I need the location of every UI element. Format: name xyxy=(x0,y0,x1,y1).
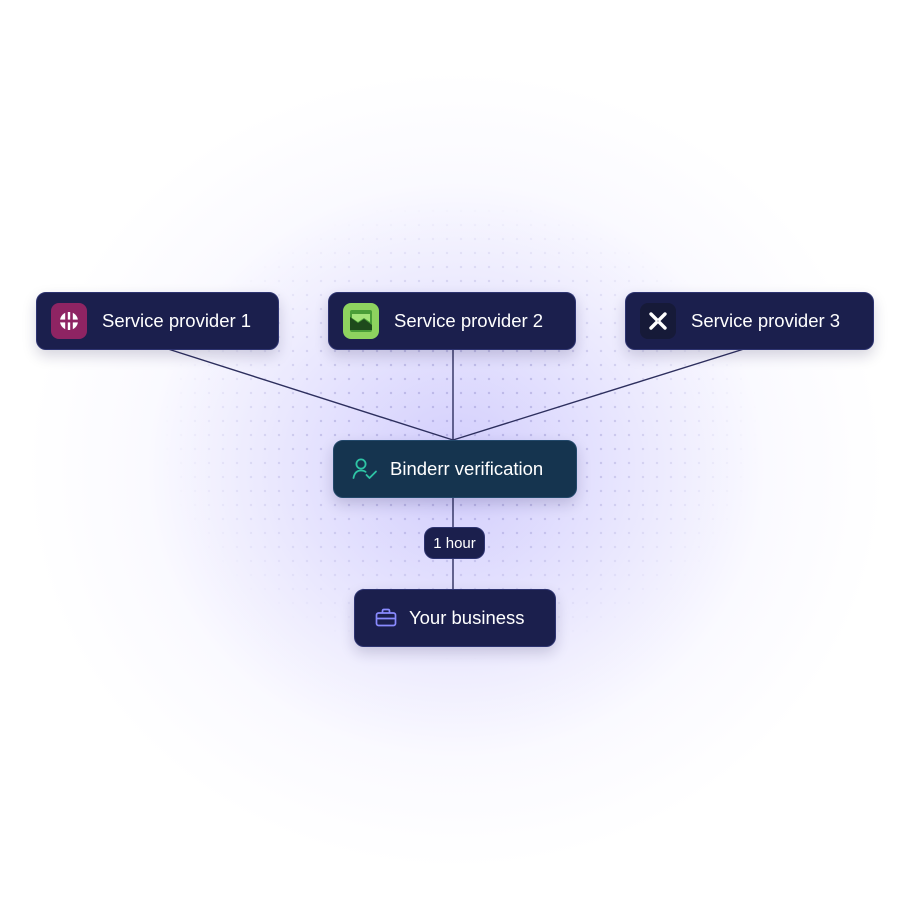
duration-badge: 1 hour xyxy=(424,527,485,559)
your-business-node[interactable]: Your business xyxy=(354,589,556,647)
service-provider-2-node[interactable]: Service provider 2 xyxy=(328,292,576,350)
briefcase-icon xyxy=(375,608,397,628)
connector-provider-3 xyxy=(452,348,745,441)
service-provider-2-label: Service provider 2 xyxy=(394,310,544,331)
x-cross-logo-icon xyxy=(640,303,676,339)
binderr-verification-label: Binderr verification xyxy=(390,458,544,479)
service-provider-1-label: Service provider 1 xyxy=(102,310,252,331)
binderr-verification-node[interactable]: Binderr verification xyxy=(333,440,577,498)
user-check-icon xyxy=(352,457,378,481)
image-logo-icon xyxy=(343,303,379,339)
service-provider-3-label: Service provider 3 xyxy=(691,310,841,331)
service-provider-3-node[interactable]: Service provider 3 xyxy=(625,292,874,350)
fork-knife-logo-icon xyxy=(51,303,87,339)
duration-label: 1 hour xyxy=(433,534,476,552)
service-provider-1-node[interactable]: Service provider 1 xyxy=(36,292,279,350)
your-business-label: Your business xyxy=(409,607,525,628)
connector-provider-1 xyxy=(167,348,454,441)
